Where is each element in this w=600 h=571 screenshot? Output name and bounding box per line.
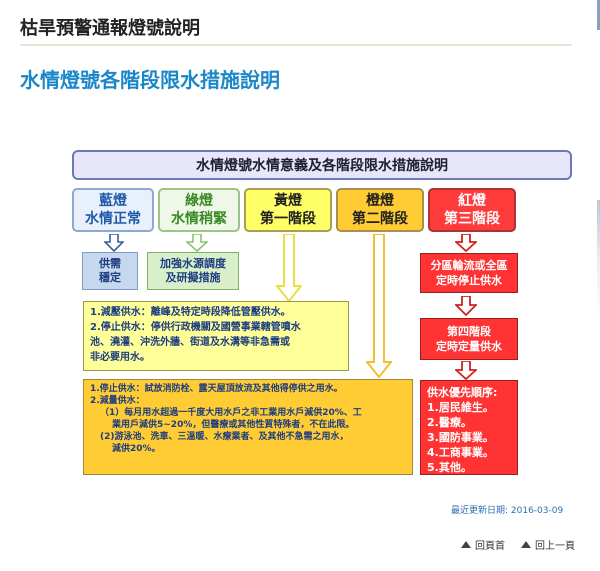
- level-red-stage: 第三階段: [444, 211, 500, 227]
- level-green-meaning: 水情稍緊: [171, 211, 227, 227]
- level-orange: 橙燈 第二階段: [336, 188, 424, 232]
- level-blue-name: 藍燈: [99, 193, 127, 209]
- section-title: 水情燈號各階段限水措施說明: [20, 68, 280, 92]
- red-measure-line: 定時定量供水: [436, 340, 502, 353]
- level-red: 紅燈 第三階段: [428, 188, 516, 232]
- blue-down-arrow-icon: [104, 234, 124, 252]
- level-green: 綠燈 水情稍緊: [158, 188, 240, 232]
- last-updated-date: 最近更新日期: 2016-03-09: [451, 506, 564, 516]
- red-measure-line: 第四階段: [447, 325, 491, 338]
- window-edge-decoration: [597, 0, 600, 571]
- blue-measure-line: 供需: [99, 257, 121, 270]
- up-arrow-icon: [461, 541, 471, 548]
- red-measure-line: 定時停止供水: [436, 274, 502, 287]
- blue-measure-box: 供需 穩定: [82, 252, 138, 290]
- orange-measure-line: 2.減量供水：: [90, 396, 145, 406]
- orange-measure-line: 減供20%。: [112, 444, 161, 454]
- red-measure-line: 分區輪流或全區: [430, 259, 508, 272]
- orange-measure-line: 1.停止供水：試放消防栓、露天屋頂放流及其他得停供之用水。: [90, 384, 343, 394]
- red-down-arrow-icon: [455, 296, 477, 316]
- green-down-arrow-icon: [186, 234, 208, 252]
- up-arrow-icon: [521, 541, 531, 548]
- level-yellow-name: 黃燈: [274, 193, 302, 209]
- level-orange-stage: 第二階段: [352, 211, 408, 227]
- priority-item: 3.國防事業。: [427, 431, 494, 444]
- level-green-name: 綠燈: [185, 193, 213, 209]
- yellow-measure-line: 2.停止供水：停供行政機關及國營事業轄管噴水: [90, 322, 301, 333]
- red-down-arrow-icon: [455, 361, 477, 380]
- previous-page-label: 回上一頁: [535, 541, 575, 552]
- priority-heading: 供水優先順序:: [427, 386, 498, 399]
- yellow-measure-line: 1.減壓供水：離峰及特定時段降低管壓供水。: [90, 307, 291, 318]
- priority-item: 5.其他。: [427, 461, 472, 474]
- level-blue: 藍燈 水情正常: [72, 188, 154, 232]
- diagram-header: 水情燈號水情意義及各階段限水措施說明: [72, 150, 572, 180]
- priority-item: 1.居民維生。: [427, 401, 494, 414]
- back-to-top-link[interactable]: 回頁首: [461, 537, 505, 552]
- blue-measure-line: 穩定: [99, 271, 121, 284]
- orange-measure-line: （1）每月用水超過一千度大用水戶之非工業用水戶減供20%、工: [100, 408, 362, 418]
- level-yellow: 黃燈 第一階段: [244, 188, 332, 232]
- priority-item: 2.醫療。: [427, 416, 472, 429]
- back-to-top-label: 回頁首: [475, 541, 505, 552]
- green-measure-box: 加強水源調度 及研擬措施: [147, 252, 239, 290]
- yellow-measure-box: 1.減壓供水：離峰及特定時段降低管壓供水。 2.停止供水：停供行政機關及國營事業…: [83, 301, 349, 371]
- yellow-long-arrow-icon: [276, 234, 302, 302]
- green-measure-line: 及研擬措施: [165, 271, 221, 284]
- page-title: 枯旱預警通報燈號說明: [20, 18, 200, 39]
- red-measure-box-rotation: 分區輪流或全區 定時停止供水: [420, 253, 518, 293]
- green-measure-line: 加強水源調度: [160, 257, 226, 270]
- red-measure-box-priority: 供水優先順序: 1.居民維生。 2.醫療。 3.國防事業。 4.工商事業。 5.…: [420, 380, 518, 475]
- level-orange-name: 橙燈: [366, 193, 394, 209]
- orange-long-arrow-icon: [366, 234, 392, 378]
- title-divider: [20, 44, 572, 46]
- yellow-measure-line: 池、澆灌、沖洗外牆、街道及水溝等非急需或: [90, 337, 290, 348]
- red-down-arrow-icon: [455, 234, 477, 252]
- level-blue-meaning: 水情正常: [85, 211, 141, 227]
- orange-measure-box: 1.停止供水：試放消防栓、露天屋頂放流及其他得停供之用水。 2.減量供水： （1…: [83, 379, 413, 475]
- orange-measure-line: (2)游泳池、洗車、三溫暖、水療業者、及其他不急需之用水，: [100, 432, 349, 442]
- yellow-measure-line: 非必要用水。: [90, 352, 150, 363]
- level-red-name: 紅燈: [458, 193, 486, 209]
- red-measure-box-stage4: 第四階段 定時定量供水: [420, 318, 518, 360]
- priority-item: 4.工商事業。: [427, 446, 494, 459]
- level-yellow-stage: 第一階段: [260, 211, 316, 227]
- orange-measure-line: 業用戶減供5~20%，但醫療或其他性質特殊者，不在此限。: [112, 420, 355, 430]
- previous-page-link[interactable]: 回上一頁: [521, 537, 575, 552]
